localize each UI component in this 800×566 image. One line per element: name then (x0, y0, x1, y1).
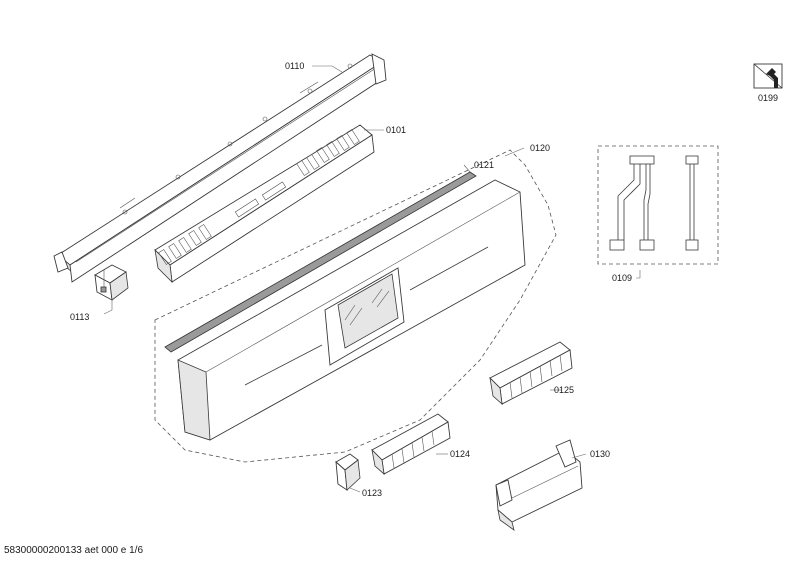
label-0125: 0125 (554, 385, 575, 395)
part-0124-holder (371, 413, 451, 476)
label-0123: 0123 (362, 488, 383, 498)
part-0110-rail (53, 53, 387, 283)
label-0124: 0124 (450, 449, 471, 459)
part-0130-handle (495, 439, 583, 531)
part-0123-bracket (335, 453, 361, 491)
label-0101: 0101 (386, 125, 407, 135)
part-0120-fascia (177, 179, 526, 441)
leader-lines (103, 65, 641, 493)
group-outline-0120 (154, 149, 557, 463)
label-0110: 0110 (285, 61, 305, 71)
part-0109-cable-set (597, 145, 719, 265)
label-0121: 0121 (474, 160, 495, 170)
label-0109: 0109 (612, 273, 633, 283)
part-0101-module (154, 124, 375, 284)
wrench-service-icon (753, 63, 783, 89)
label-0120: 0120 (530, 143, 551, 153)
part-0125-holder (489, 341, 573, 406)
label-0199: 0199 (758, 93, 779, 103)
part-0113-clip (94, 264, 129, 301)
label-0113: 0113 (70, 312, 90, 322)
label-0130: 0130 (590, 449, 611, 459)
document-footer: 58300000200133 aet 000 e 1/6 (4, 545, 144, 556)
part-0121-trim-strip (164, 164, 477, 353)
